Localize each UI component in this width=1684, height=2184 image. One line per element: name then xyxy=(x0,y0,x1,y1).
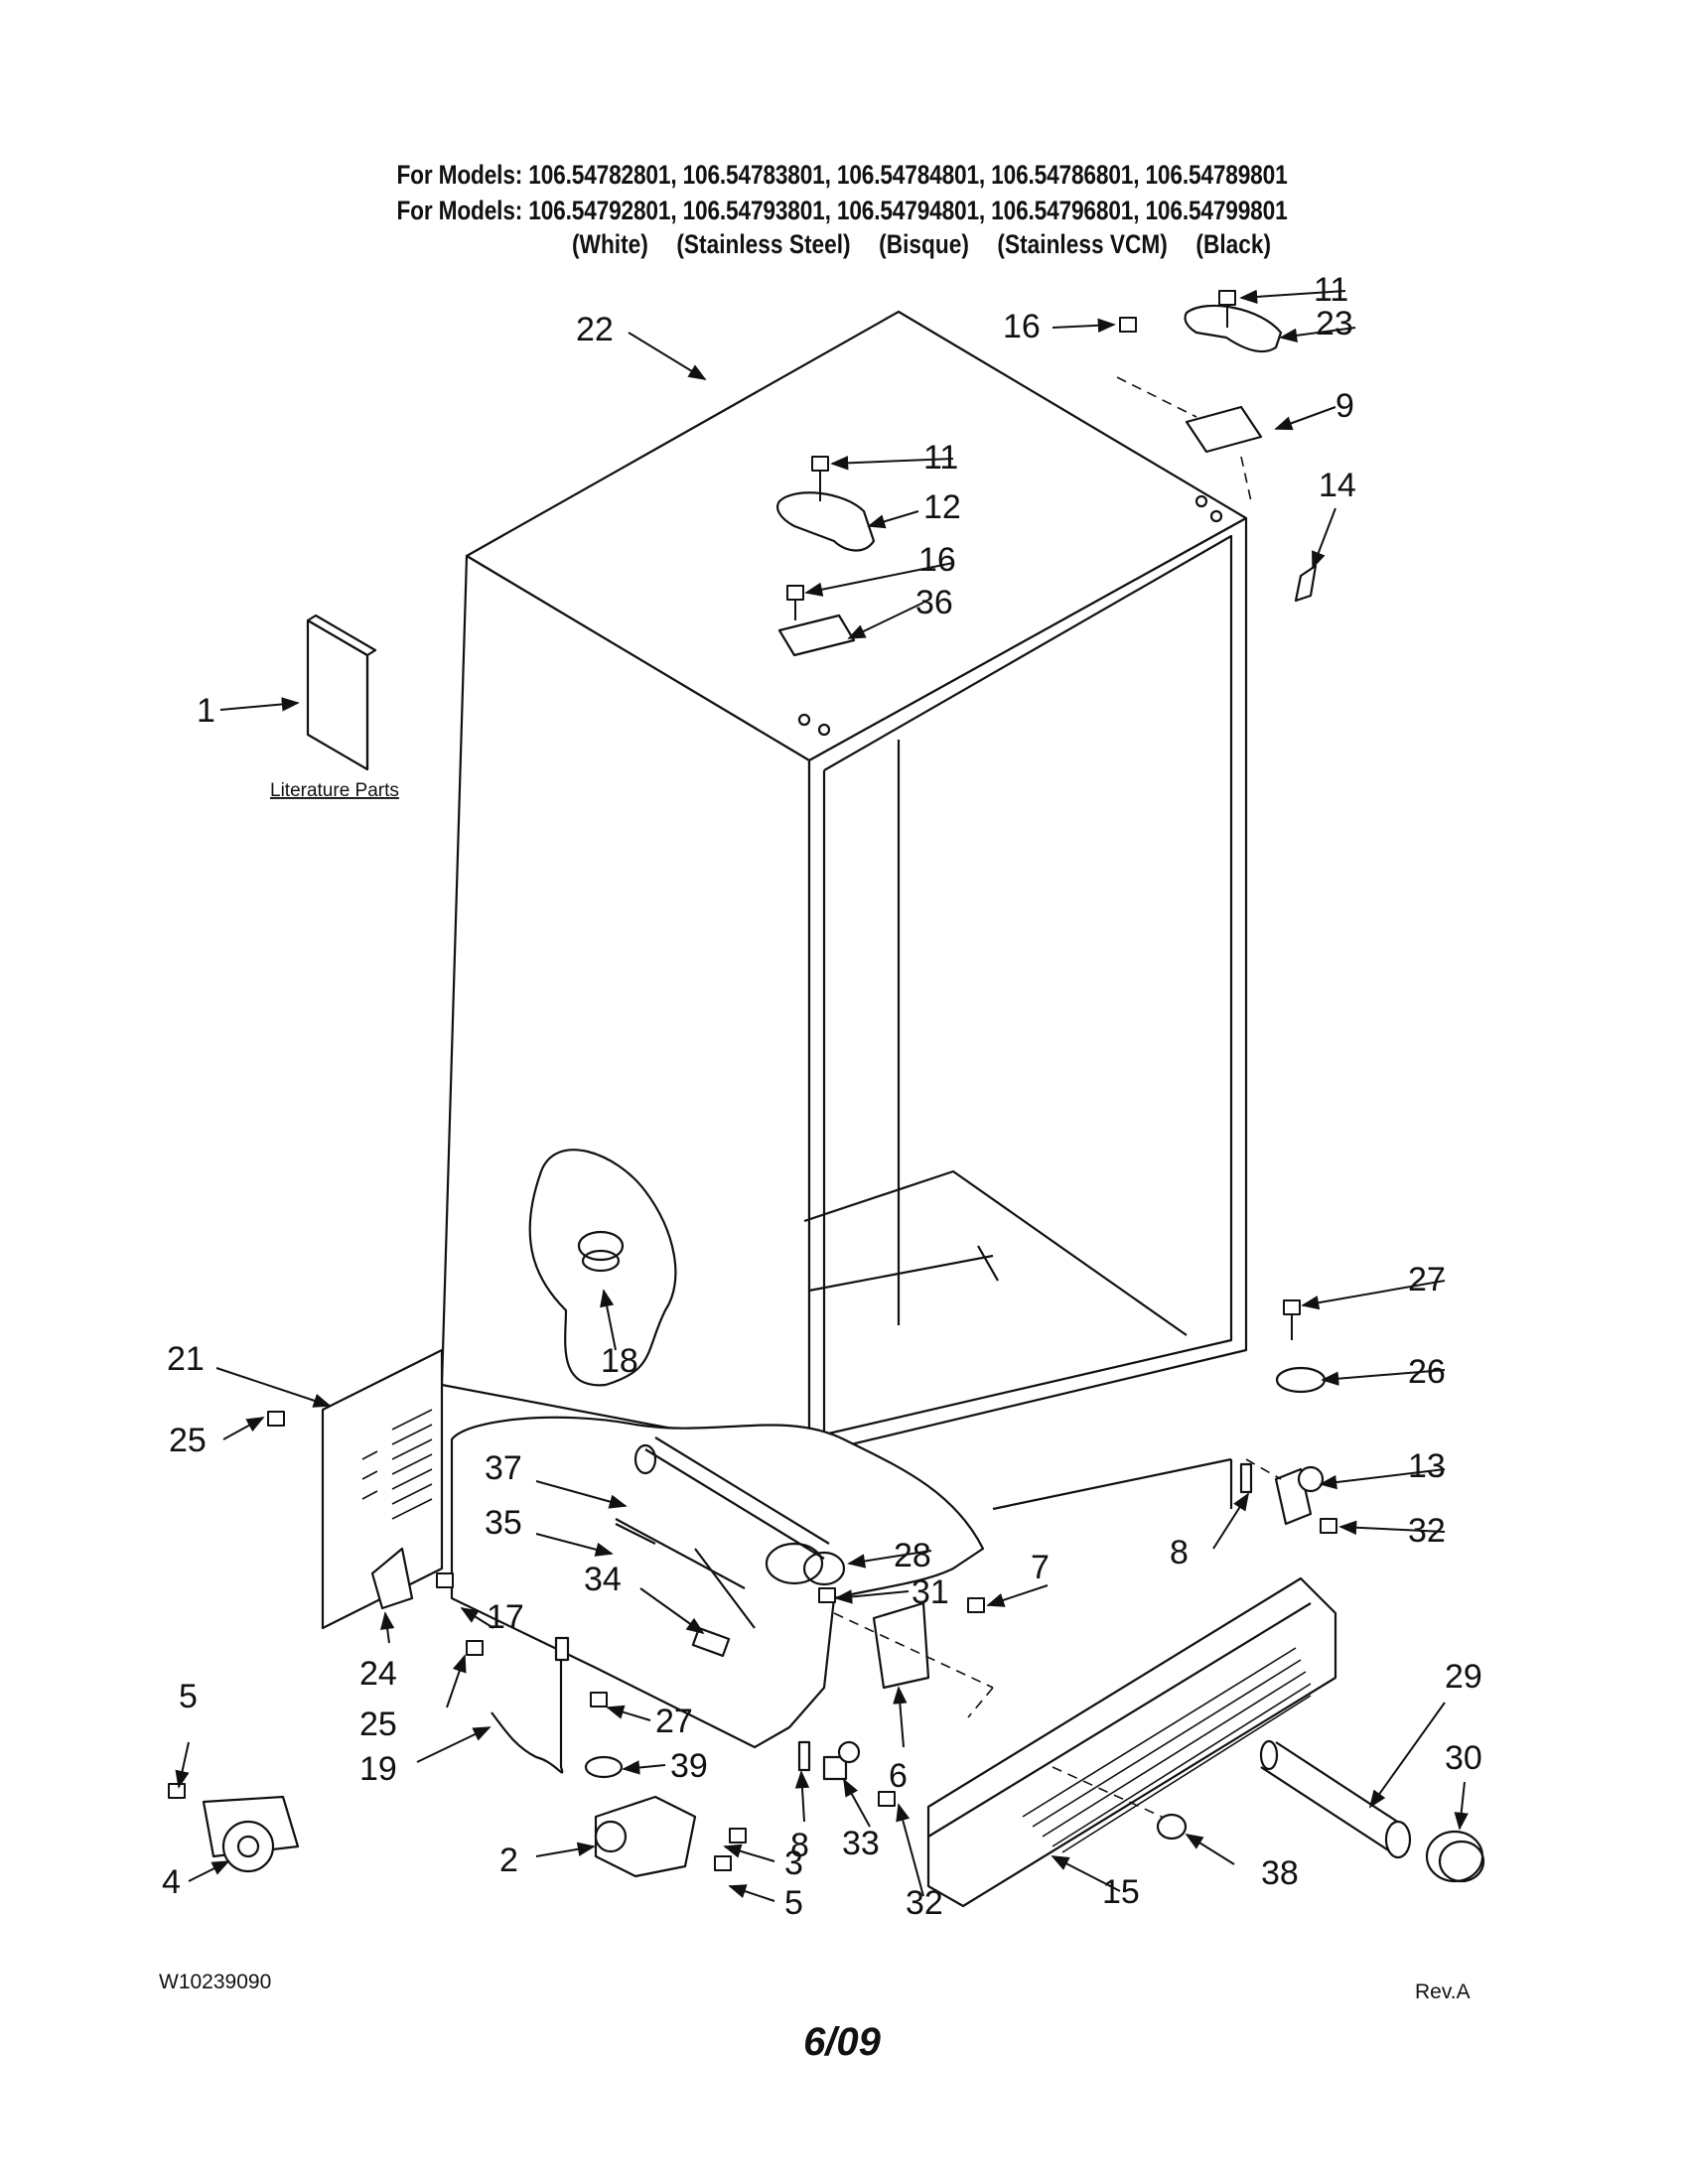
callout-14: 14 xyxy=(1319,467,1356,504)
literature-parts-label: Literature Parts xyxy=(270,780,399,801)
callout-8b: 8 xyxy=(1170,1534,1189,1571)
water-filter xyxy=(1259,1739,1412,1859)
callout-4: 4 xyxy=(162,1863,181,1901)
part-33 xyxy=(822,1755,848,1781)
hinge-36 xyxy=(777,614,856,657)
callout-31: 31 xyxy=(912,1573,949,1611)
bottom-hinge xyxy=(594,1795,697,1878)
callout-27a: 27 xyxy=(1408,1261,1446,1298)
callout-23: 23 xyxy=(1316,305,1353,342)
color-black: (Black) xyxy=(1195,229,1272,259)
condenser-assembly xyxy=(633,1436,846,1586)
revision-label: Rev.A xyxy=(1415,1980,1471,2003)
callout-28: 28 xyxy=(894,1537,931,1574)
tube-37 xyxy=(615,1523,656,1545)
toe-grille xyxy=(926,1576,1337,1908)
grille-slats xyxy=(1022,1647,1312,1853)
part-38 xyxy=(1156,1813,1188,1841)
part-26 xyxy=(1275,1366,1327,1394)
cabinet-shell xyxy=(440,310,1248,1511)
hinge-cover-23 xyxy=(1184,304,1283,353)
publish-date: 6/09 xyxy=(803,2020,881,2064)
callout-15: 15 xyxy=(1102,1873,1140,1911)
callout-27b: 27 xyxy=(655,1703,693,1740)
tube-35 xyxy=(615,1518,746,1589)
roller-assembly xyxy=(202,1795,300,1873)
callout-11b: 11 xyxy=(923,439,958,477)
callout-13: 13 xyxy=(1408,1447,1446,1485)
machine-compartment-cutaway xyxy=(450,1416,985,1749)
water-line xyxy=(491,1648,564,1774)
callout-30: 30 xyxy=(1445,1739,1482,1777)
hinge-9 xyxy=(1185,405,1263,454)
part-8-left xyxy=(797,1740,811,1772)
color-stainless-steel: (Stainless Steel) xyxy=(676,229,851,259)
color-stainless-vcm: (Stainless VCM) xyxy=(997,229,1168,259)
callout-9: 9 xyxy=(1335,387,1354,425)
drain-fitting-icon xyxy=(577,1230,625,1262)
filter-cap xyxy=(1425,1830,1484,1883)
color-white: (White) xyxy=(571,229,648,259)
callout-34: 34 xyxy=(584,1561,622,1598)
callout-5b: 5 xyxy=(784,1884,803,1922)
callout-2: 2 xyxy=(499,1842,518,1879)
callout-29: 29 xyxy=(1445,1658,1482,1696)
callout-21: 21 xyxy=(167,1340,205,1378)
callout-26: 26 xyxy=(1408,1353,1446,1391)
callout-3: 3 xyxy=(784,1844,803,1882)
tube-34 xyxy=(694,1548,756,1629)
part-14 xyxy=(1294,564,1318,603)
callout-18: 18 xyxy=(601,1342,638,1380)
callout-11a: 11 xyxy=(1314,271,1348,309)
color-list: (White) (Stainless Steel) (Bisque) (Stai… xyxy=(281,228,1562,260)
callout-17: 17 xyxy=(487,1598,524,1636)
callout-24: 24 xyxy=(359,1655,397,1693)
part-8-right xyxy=(1239,1462,1253,1494)
callout-39: 39 xyxy=(670,1747,708,1785)
callout-5a: 5 xyxy=(179,1678,198,1715)
callout-8a: 8 xyxy=(790,1827,809,1864)
callout-16b: 16 xyxy=(918,541,956,579)
panel-vents xyxy=(361,1409,433,1520)
callout-12: 12 xyxy=(923,488,961,526)
detail-bubble xyxy=(528,1149,677,1387)
callout-37: 37 xyxy=(485,1449,522,1487)
callout-16a: 16 xyxy=(1003,308,1041,345)
callout-32a: 32 xyxy=(1408,1512,1446,1550)
part-34-block xyxy=(691,1626,731,1658)
callout-25a: 25 xyxy=(169,1422,207,1459)
callout-6: 6 xyxy=(889,1757,908,1795)
callout-36: 36 xyxy=(915,584,953,621)
bracket-24 xyxy=(370,1547,414,1610)
color-bisque: (Bisque) xyxy=(879,229,969,259)
callout-1: 1 xyxy=(197,692,215,730)
callout-38: 38 xyxy=(1261,1854,1299,1892)
models-line-2: For Models: 106.54792801, 106.54793801, … xyxy=(396,196,1288,225)
hinge-cover-12 xyxy=(776,491,876,552)
callout-33: 33 xyxy=(842,1825,880,1862)
models-line-1: For Models: 106.54782801, 106.54783801, … xyxy=(396,160,1288,190)
callout-22: 22 xyxy=(576,311,614,348)
callout-32b: 32 xyxy=(906,1884,943,1922)
callout-35: 35 xyxy=(485,1504,522,1542)
callout-25b: 25 xyxy=(359,1706,397,1743)
screw-icons xyxy=(168,290,1337,1871)
callout-labels: 1 2 3 4 5 5 6 7 8 8 9 11 11 12 13 14 15 … xyxy=(162,271,1482,1922)
part-number: W10239090 xyxy=(159,1971,272,1993)
callout-7: 7 xyxy=(1031,1549,1050,1586)
part-39 xyxy=(584,1755,624,1779)
callout-19: 19 xyxy=(359,1750,397,1788)
model-header: For Models: 106.54782801, 106.54783801, … xyxy=(0,157,1684,260)
